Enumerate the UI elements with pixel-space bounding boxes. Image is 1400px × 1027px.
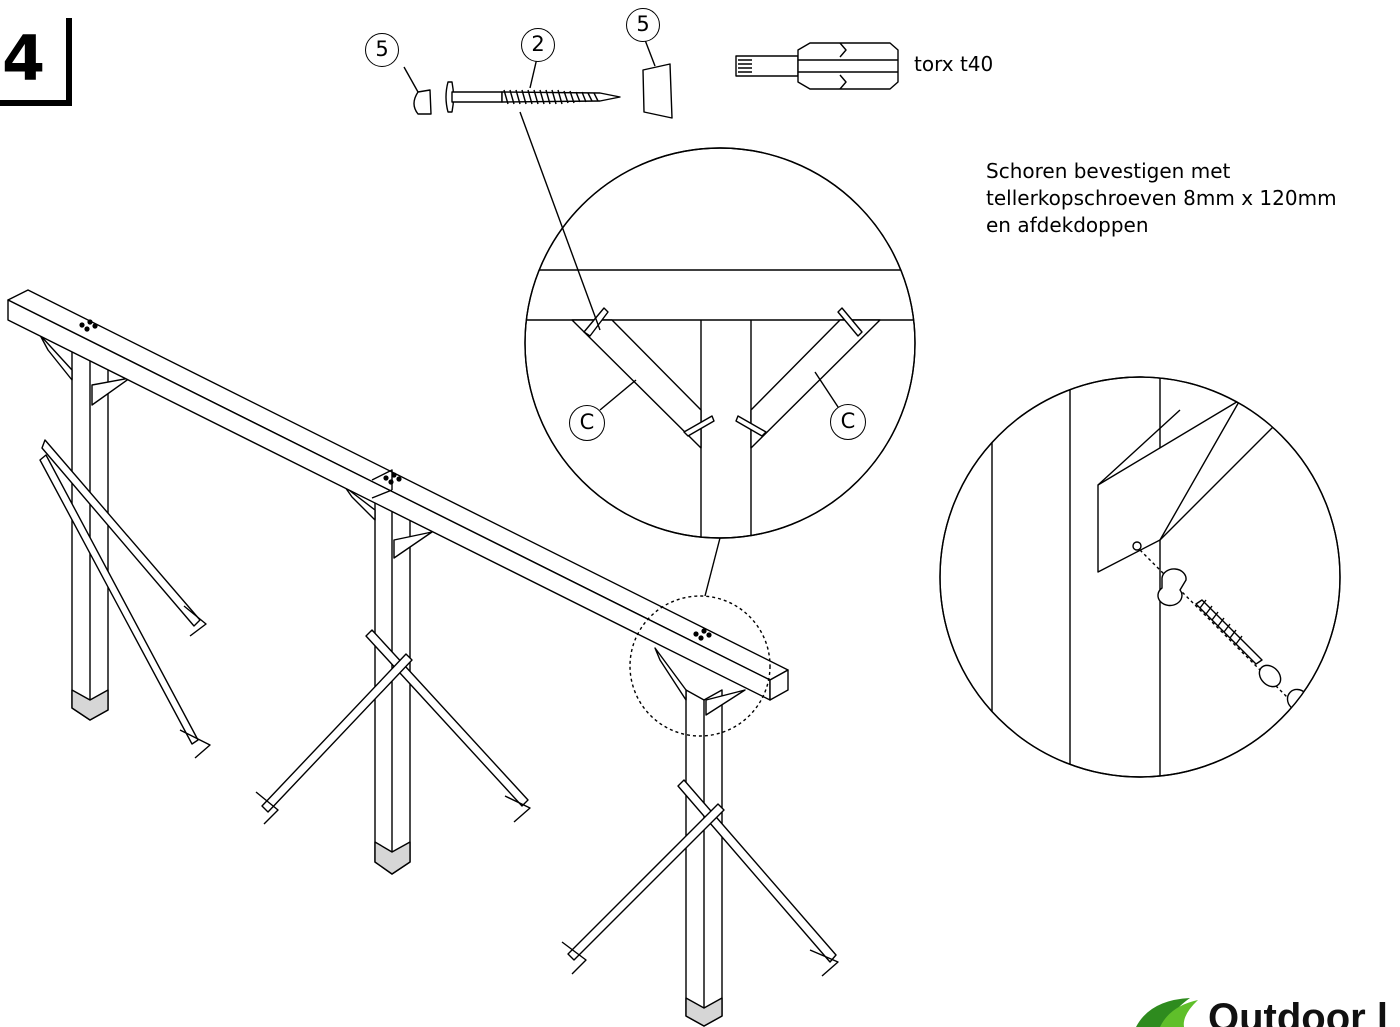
cap-callout-right: 5 xyxy=(626,8,660,42)
detail-leader-line xyxy=(704,537,721,597)
step-badge: 4 xyxy=(0,18,72,106)
ground-brace-right xyxy=(561,779,839,977)
post-right xyxy=(654,647,746,1027)
brace-callout-right: C xyxy=(830,404,866,440)
top-beam xyxy=(7,289,789,701)
screw-leader-line xyxy=(519,111,601,331)
instruction-line-2: tellerkopschroeven 8mm x 120mm xyxy=(986,186,1337,210)
cover-cap-left xyxy=(403,66,432,115)
lag-screw-part xyxy=(445,57,621,113)
brand-leaf-icon xyxy=(1136,998,1198,1027)
cap-callout-left: 5 xyxy=(365,33,399,67)
instruction-line-3: en afdekdoppen xyxy=(986,213,1149,237)
step-number: 4 xyxy=(2,22,46,95)
detail-marker-circle xyxy=(629,595,771,737)
detail-circle-top xyxy=(524,147,916,539)
ground-brace-left xyxy=(39,439,211,759)
detail-circle-right xyxy=(939,376,1341,778)
torx-bit xyxy=(735,42,899,90)
brand-name: Outdoor l xyxy=(1208,996,1388,1027)
cover-cap-right xyxy=(642,39,673,119)
bit-label: torx t40 xyxy=(914,52,994,76)
instruction-line-1: Schoren bevestigen met xyxy=(986,159,1231,183)
brace-callout-left: C xyxy=(569,405,605,441)
screw-callout: 2 xyxy=(521,28,555,62)
instruction-text: Schoren bevestigen met tellerkopschroeve… xyxy=(986,158,1396,239)
post-left xyxy=(39,334,131,721)
ground-brace-middle xyxy=(255,629,531,825)
brand-logo: Outdoor l xyxy=(1130,996,1400,1027)
